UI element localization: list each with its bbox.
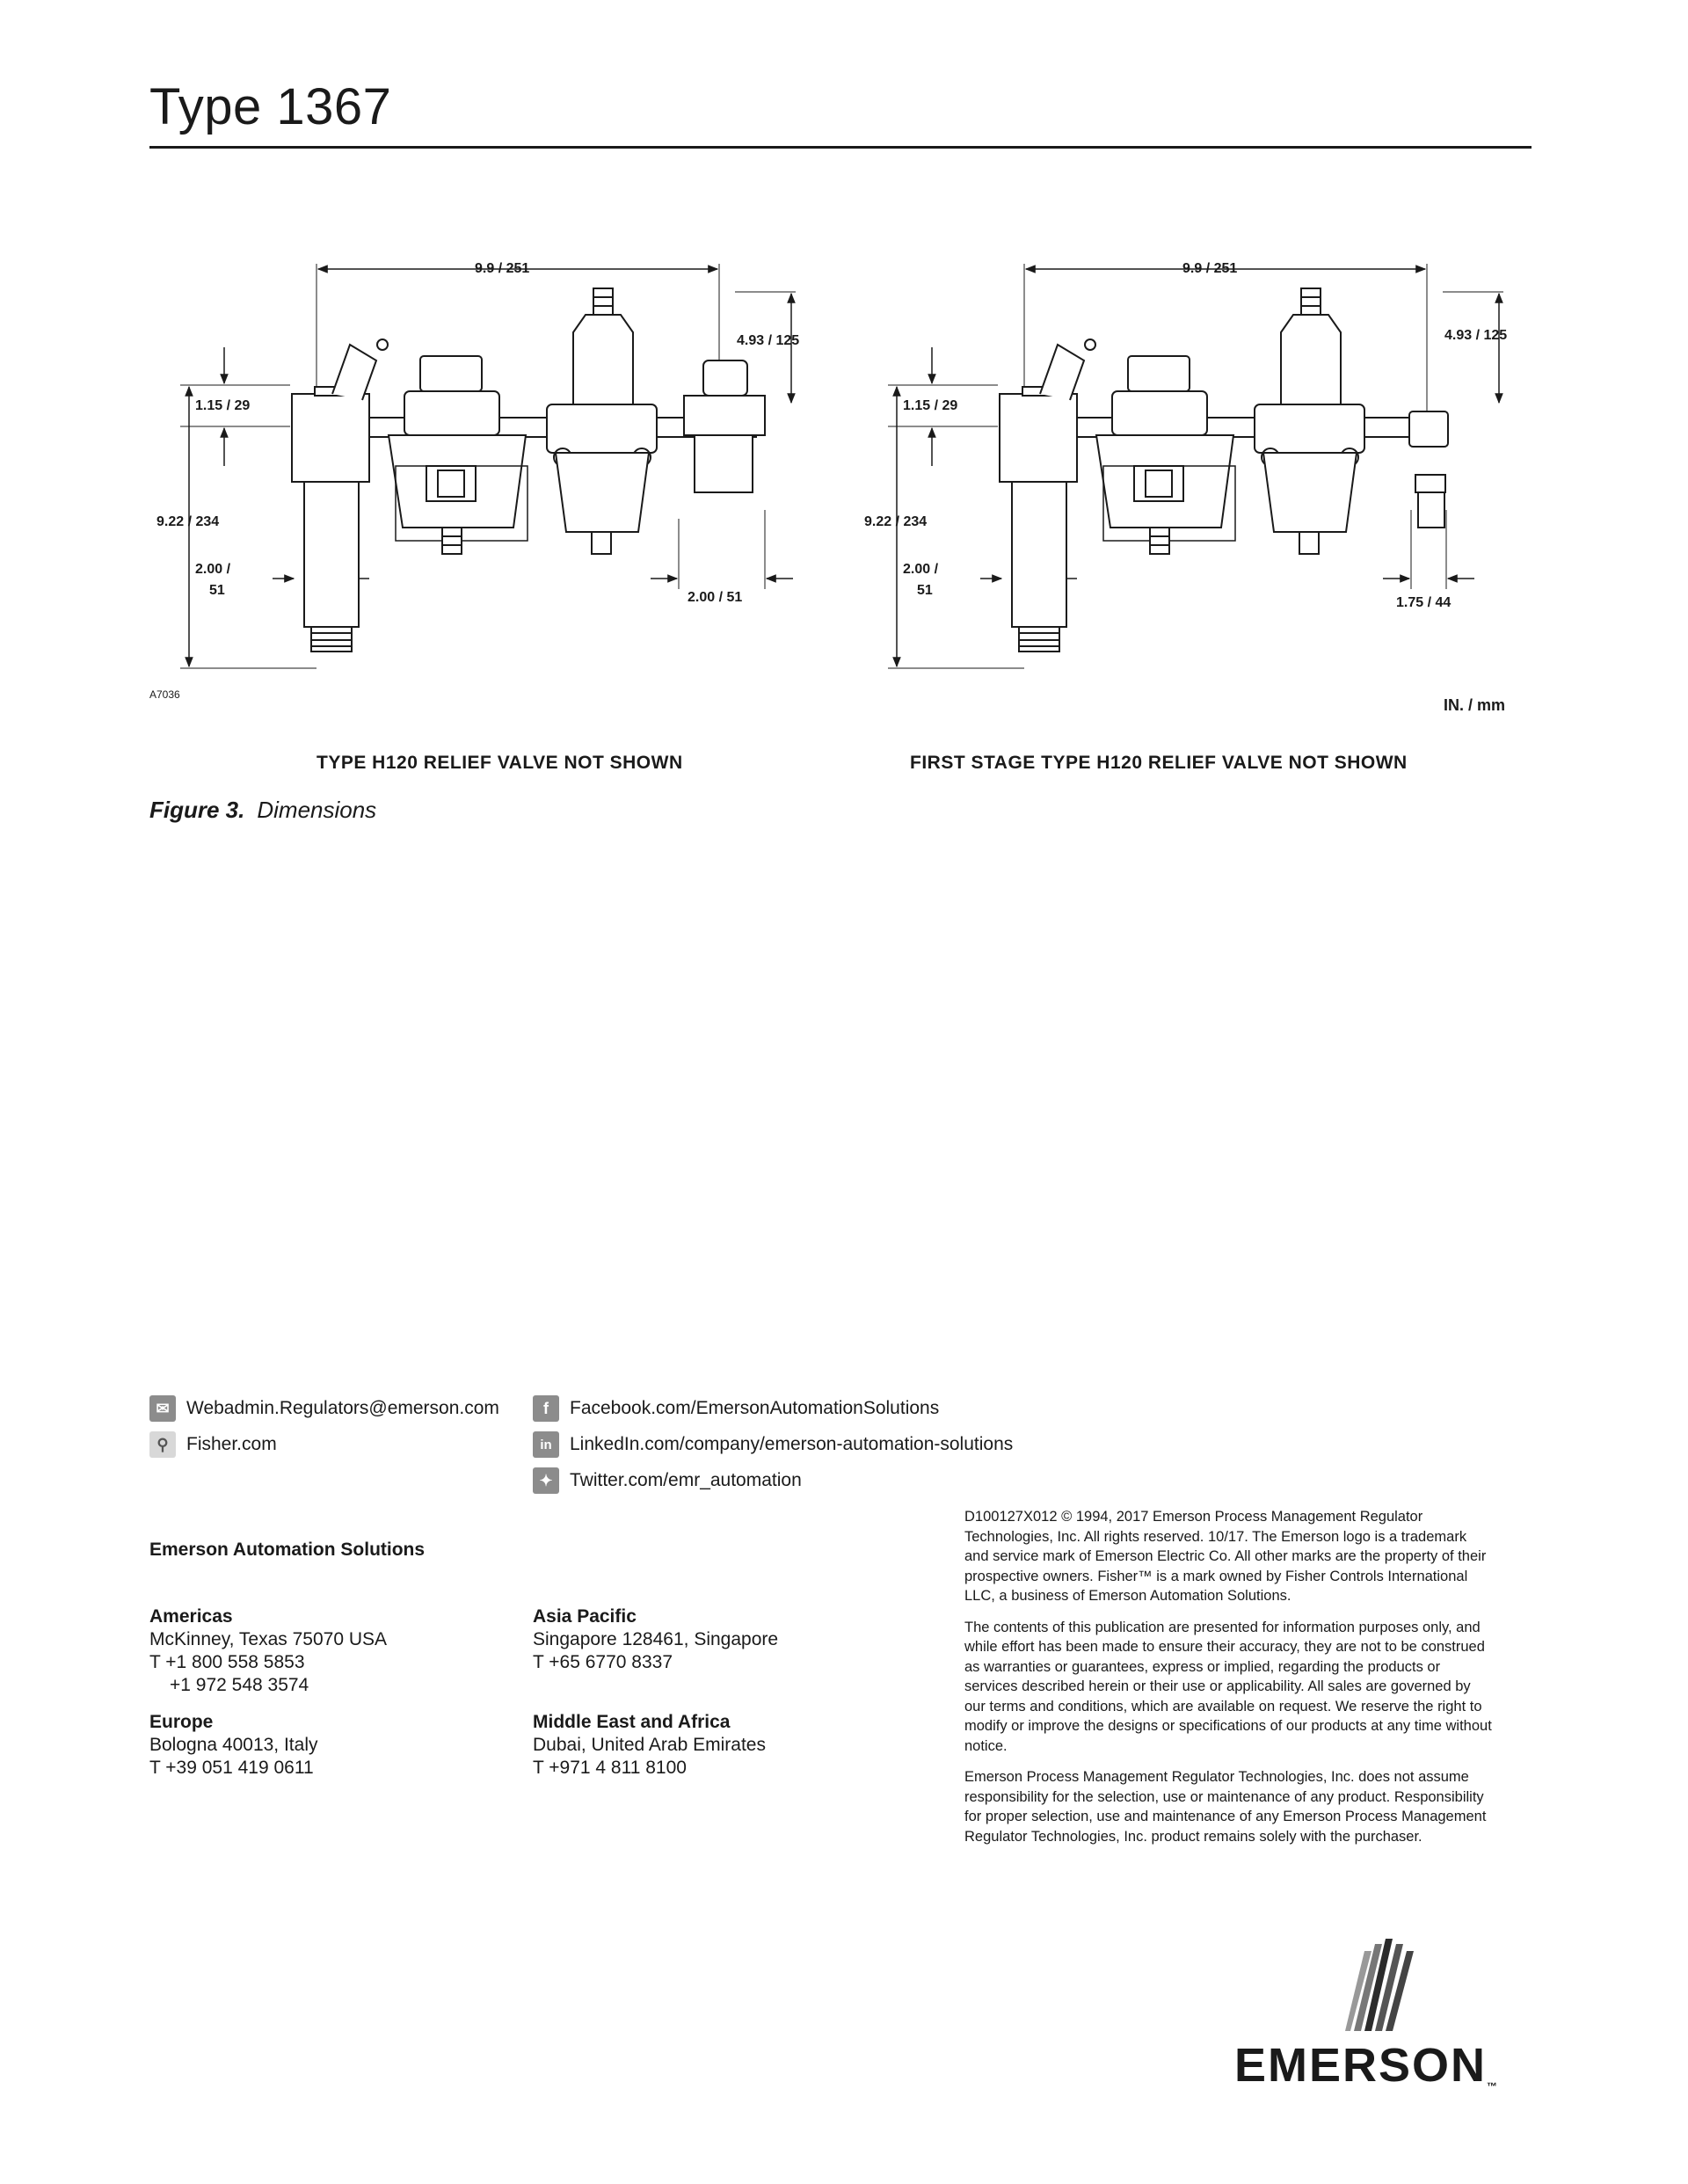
twitter-link[interactable]: ✦ Twitter.com/emr_automation bbox=[533, 1467, 802, 1494]
right-dim-width: 9.9 / 251 bbox=[1182, 261, 1237, 276]
right-drawing-label: FIRST STAGE TYPE H120 RELIEF VALVE NOT S… bbox=[910, 753, 1408, 773]
legal-disclaimer: The contents of this publication are pre… bbox=[964, 1619, 1492, 1754]
twitter-text: Twitter.com/emr_automation bbox=[570, 1470, 802, 1490]
left-drawing-label: TYPE H120 RELIEF VALVE NOT SHOWN bbox=[316, 753, 683, 773]
email-text: Webadmin.Regulators@emerson.com bbox=[186, 1398, 499, 1418]
emerson-logo-text: EMERSON™ bbox=[1234, 2038, 1499, 2093]
web-text: Fisher.com bbox=[186, 1434, 277, 1454]
left-dim-top-left: 1.15 / 29 bbox=[195, 398, 250, 413]
region-europe: Europe Bologna 40013, Italy T +39 051 41… bbox=[149, 1711, 317, 1780]
region-asia-pacific: Asia Pacific Singapore 128461, Singapore… bbox=[533, 1605, 778, 1674]
region-name: Middle East and Africa bbox=[533, 1712, 731, 1732]
region-address: McKinney, Texas 75070 USA bbox=[149, 1629, 388, 1649]
region-name: Europe bbox=[149, 1712, 214, 1732]
figure-caption: Figure 3. Dimensions bbox=[149, 797, 376, 824]
region-name: Americas bbox=[149, 1606, 233, 1627]
region-address: Bologna 40013, Italy bbox=[149, 1735, 318, 1755]
legal-responsibility: Emerson Process Management Regulator Tec… bbox=[964, 1769, 1487, 1845]
region-americas: Americas McKinney, Texas 75070 USA T +1 … bbox=[149, 1605, 387, 1697]
region-phone: T +39 051 419 0611 bbox=[149, 1758, 314, 1778]
logo-tm: ™ bbox=[1487, 2080, 1500, 2093]
linkedin-link[interactable]: in LinkedIn.com/company/emerson-automati… bbox=[533, 1431, 1013, 1458]
dimensions-figure: 9.9 / 251 4.93 / 125 1.15 / 29 9.22 / 23… bbox=[149, 261, 1507, 773]
units-label: IN. / mm bbox=[1444, 696, 1505, 714]
right-dim-top-right: 4.93 / 125 bbox=[1444, 328, 1507, 343]
company-name: Emerson Automation Solutions bbox=[149, 1540, 426, 1560]
linkedin-text: LinkedIn.com/company/emerson-automation-… bbox=[570, 1434, 1014, 1454]
legal-copyright: D100127X012 © 1994, 2017 Emerson Process… bbox=[964, 1509, 1487, 1604]
figure-number: Figure 3. bbox=[149, 797, 245, 823]
region-phone-2: +1 972 548 3574 bbox=[170, 1675, 309, 1695]
figure-code: A7036 bbox=[149, 688, 180, 701]
right-dim-bottom-right: 1.75 / 44 bbox=[1396, 595, 1451, 610]
legal-notice: D100127X012 © 1994, 2017 Emerson Process… bbox=[964, 1507, 1492, 1858]
left-dim-height: 9.22 / 234 bbox=[156, 514, 219, 529]
right-dim-top-left: 1.15 / 29 bbox=[903, 398, 957, 413]
twitter-icon: ✦ bbox=[533, 1467, 559, 1494]
linkedin-icon: in bbox=[533, 1431, 559, 1458]
region-address: Singapore 128461, Singapore bbox=[533, 1629, 779, 1649]
web-link[interactable]: ⚲ Fisher.com bbox=[149, 1431, 277, 1458]
left-dim-bottom-left-1: 2.00 / bbox=[195, 562, 231, 577]
facebook-link[interactable]: f Facebook.com/EmersonAutomationSolution… bbox=[533, 1395, 939, 1422]
region-name: Asia Pacific bbox=[533, 1606, 637, 1627]
page-title: Type 1367 bbox=[149, 78, 392, 135]
facebook-icon: f bbox=[533, 1395, 559, 1422]
region-address: Dubai, United Arab Emirates bbox=[533, 1735, 766, 1755]
region-mea: Middle East and Africa Dubai, United Ara… bbox=[533, 1711, 766, 1780]
logo-wordmark: EMERSON bbox=[1234, 2039, 1488, 2092]
right-dim-bottom-left-2: 51 bbox=[917, 583, 933, 598]
facebook-text: Facebook.com/EmersonAutomationSolutions bbox=[570, 1398, 940, 1418]
emerson-logo-mark bbox=[1345, 1939, 1414, 2031]
right-drawing bbox=[888, 264, 1503, 669]
region-phone: T +1 800 558 5853 bbox=[149, 1652, 305, 1672]
right-dim-bottom-left-1: 2.00 / bbox=[903, 562, 939, 577]
left-dim-width: 9.9 / 251 bbox=[475, 261, 529, 276]
magnifier-icon: ⚲ bbox=[149, 1431, 176, 1458]
email-link[interactable]: ✉ Webadmin.Regulators@emerson.com bbox=[149, 1395, 499, 1422]
left-dim-bottom-left-2: 51 bbox=[209, 583, 225, 598]
envelope-icon: ✉ bbox=[149, 1395, 176, 1422]
left-dim-bottom-right: 2.00 / 51 bbox=[688, 590, 742, 605]
left-drawing bbox=[180, 264, 796, 669]
left-dim-top-right: 4.93 / 125 bbox=[737, 333, 799, 348]
right-dim-height: 9.22 / 234 bbox=[864, 514, 927, 529]
region-phone: T +971 4 811 8100 bbox=[533, 1758, 687, 1778]
figure-title: Dimensions bbox=[257, 797, 377, 823]
region-phone: T +65 6770 8337 bbox=[533, 1652, 673, 1672]
title-rule bbox=[149, 146, 1532, 149]
